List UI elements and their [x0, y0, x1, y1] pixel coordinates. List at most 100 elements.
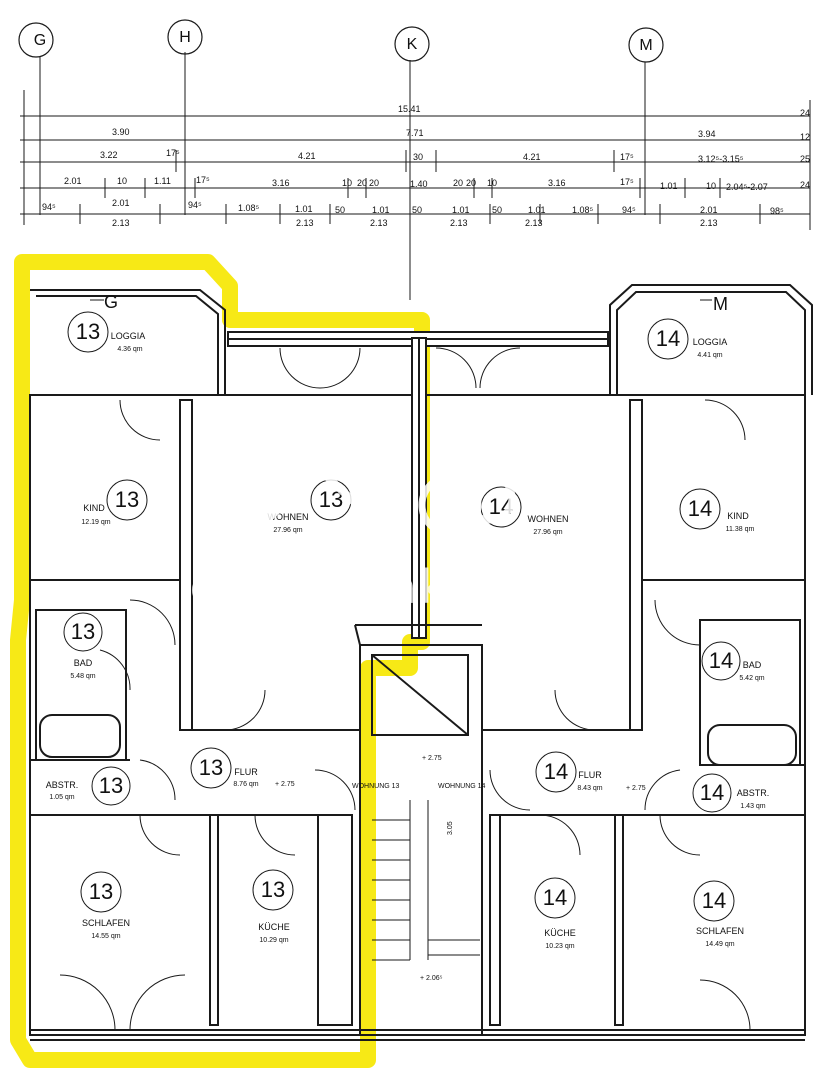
dim-r4-p: 10: [706, 181, 716, 191]
room-name-flur-14: FLUR: [578, 770, 602, 780]
dim-r4-k: 20: [466, 178, 476, 188]
room-name-loggia-14: LOGGIA: [693, 337, 728, 347]
dim-r3-f: 17⁵: [620, 152, 634, 162]
section-marker-m: M: [713, 294, 728, 314]
dim-r4-o: 1.01: [660, 181, 678, 191]
room-area-flur-14: 8.43 qm: [577, 785, 602, 792]
room-name-flur-13: FLUR: [234, 767, 258, 777]
room-area-kind-13: 12.19 qm: [81, 519, 110, 526]
room-num-bad-14: 14: [709, 648, 733, 673]
room-name-kueche-14: KÜCHE: [544, 928, 576, 938]
room-name-kind-13: KIND: [83, 503, 105, 513]
room-num-kind-13: 13: [115, 487, 139, 512]
level-flur-13: + 2.75: [275, 781, 295, 788]
room-num-flur-14: 14: [544, 759, 568, 784]
room-num-loggia-14: 14: [656, 326, 680, 351]
dim-r3-g: 3.12⁵-3.15⁵: [698, 154, 744, 164]
room-num-schlafen-13: 13: [89, 879, 113, 904]
level-flur-14: + 2.75: [626, 785, 646, 792]
dim-r2-c: 3.94: [698, 129, 716, 139]
room-num-loggia-13: 13: [76, 319, 100, 344]
room-num-flur-13: 13: [199, 755, 223, 780]
dim-edge-a: 24: [800, 108, 810, 118]
room-area-loggia-13: 4.36 qm: [117, 346, 142, 353]
room-name-kueche-13: KÜCHE: [258, 922, 290, 932]
dim-r4-e: 3.16: [272, 178, 290, 188]
room-num-bad-13: 13: [71, 619, 95, 644]
room-num-abstr-13: 13: [99, 773, 123, 798]
dim-r3-c: 4.21: [298, 151, 316, 161]
dim-r5-n: 2.01: [700, 205, 718, 215]
dim-r5-g: 1.01: [372, 205, 390, 215]
dimension-labels: 15.41 3.90 7.71 3.94 3.22 17⁵ 4.21 30 4.…: [42, 104, 810, 228]
dim-r5-f: 50: [335, 205, 345, 215]
dim-r4-n: 17⁵: [620, 177, 634, 187]
stair-labels: + 2.75 WOHNUNG 13 WOHNUNG 14 3.05 + 2.06…: [275, 755, 646, 982]
room-name-schlafen-13: SCHLAFEN: [82, 918, 130, 928]
grid-axis-k: K: [407, 36, 418, 53]
room-name-wohnen-14: WOHNEN: [528, 514, 569, 524]
dim-r4-c: 1.11: [154, 176, 171, 186]
dim-r2-a: 3.90: [112, 127, 130, 137]
room-area-wohnen-13: 27.96 qm: [273, 527, 302, 534]
dimension-chains: [20, 52, 811, 300]
room-name-loggia-13: LOGGIA: [111, 331, 146, 341]
room-num-kueche-14: 14: [543, 885, 567, 910]
room-num-abstr-14: 14: [700, 780, 724, 805]
dim-r5-i: 1.01: [452, 205, 470, 215]
stair-level-bottom: + 2.06⁵: [420, 975, 443, 982]
dim-r5-j: 50: [492, 205, 502, 215]
walls: [29, 284, 813, 1041]
dim-r4-i: 1.40: [410, 179, 428, 189]
stairs: [372, 800, 480, 961]
room-num-kind-14: 14: [688, 496, 712, 521]
dim-r5-c: 94⁵: [188, 200, 202, 210]
room-name-abstr-13: ABSTR.: [46, 780, 79, 790]
watermark: ohne-makler: [190, 464, 517, 614]
section-marker-g: G: [104, 292, 118, 312]
unit-13-highlight: [10, 254, 430, 1068]
room-name-wohnen-13: WOHNEN: [268, 512, 309, 522]
room-area-bad-13: 5.48 qm: [70, 673, 95, 680]
dim-r2-b: 7.71: [406, 128, 424, 138]
room-num-kueche-13: 13: [261, 877, 285, 902]
dim-edge-b: 12: [800, 132, 810, 142]
door-swings: [59, 347, 751, 1031]
dim-r3-e: 4.21: [523, 152, 541, 162]
dim-r6-a: 2.13: [112, 218, 130, 228]
room-name-schlafen-14: SCHLAFEN: [696, 926, 744, 936]
room-area-kueche-14: 10.23 qm: [545, 943, 574, 950]
dim-edge-c: 25: [800, 154, 810, 164]
room-area-wohnen-14: 27.96 qm: [533, 529, 562, 536]
dim-r5-e: 1.01: [295, 204, 313, 214]
dim-r4-d: 17⁵: [196, 175, 210, 185]
dim-r5-m: 94⁵: [622, 205, 636, 215]
dim-r5-d: 1.08⁵: [238, 203, 260, 213]
room-area-flur-13: 8.76 qm: [233, 781, 258, 788]
dim-r4-h: 20: [369, 178, 379, 188]
room-name-kind-14: KIND: [727, 511, 749, 521]
room-name-abstr-14: ABSTR.: [737, 788, 770, 798]
dim-r5-a: 94⁵: [42, 202, 56, 212]
stair-level-top: + 2.75: [422, 755, 442, 762]
stair-right-label: WOHNUNG 14: [438, 783, 486, 790]
dim-r6-c: 2.13: [370, 218, 388, 228]
grid-axis-g: G: [34, 32, 46, 49]
section-markers: G M: [90, 292, 728, 314]
room-area-kind-14: 11.38 qm: [726, 526, 755, 533]
room-num-schlafen-14: 14: [702, 888, 726, 913]
dim-r6-b: 2.13: [296, 218, 314, 228]
dim-r4-m: 3.16: [548, 178, 566, 188]
room-area-kueche-13: 10.29 qm: [259, 937, 288, 944]
dim-r6-f: 2.13: [700, 218, 718, 228]
dim-edge-d: 24: [800, 180, 810, 190]
room-area-abstr-14: 1.43 qm: [740, 803, 765, 810]
room-area-abstr-13: 1.05 qm: [49, 794, 74, 801]
dim-r6-d: 2.13: [450, 218, 468, 228]
grid-axis-m: M: [639, 37, 652, 54]
dim-r4-f: 10: [342, 178, 352, 188]
dim-r4-j: 20: [453, 178, 463, 188]
stair-left-label: WOHNUNG 13: [352, 783, 400, 790]
dim-r4-g: 20: [357, 178, 367, 188]
